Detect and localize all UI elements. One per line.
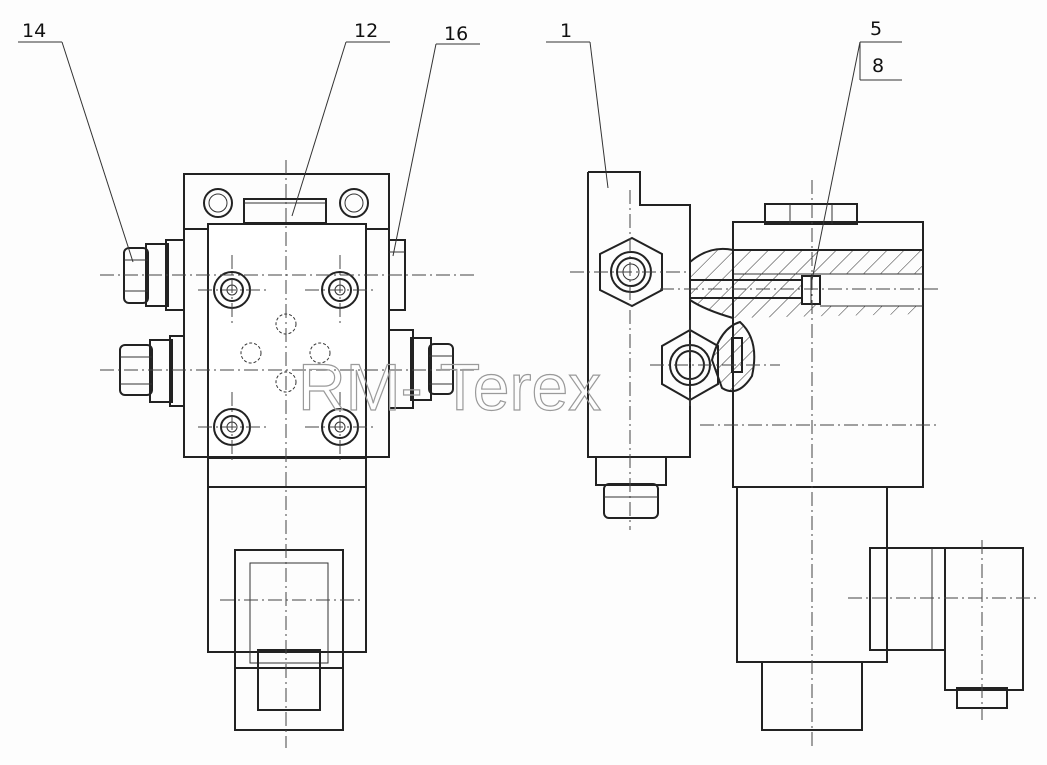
callout-5-8: 5 8 bbox=[811, 18, 902, 281]
bottom-fitting bbox=[595, 456, 667, 519]
fitting-lower-right bbox=[388, 329, 454, 409]
block-1 bbox=[587, 171, 691, 458]
front-view bbox=[100, 160, 478, 748]
watermark: RM- Terex bbox=[298, 350, 601, 424]
fitting-lower-left bbox=[119, 335, 185, 407]
side-view bbox=[570, 171, 1040, 748]
callout-16: 16 bbox=[392, 23, 480, 257]
callout-label-16: 16 bbox=[444, 23, 468, 45]
callout-1: 1 bbox=[546, 20, 609, 189]
callout-label-8: 8 bbox=[872, 55, 884, 77]
top-bolt-right bbox=[339, 188, 369, 218]
top-cap bbox=[764, 203, 858, 225]
top-bolt-left bbox=[203, 188, 233, 218]
callout-label-14: 14 bbox=[22, 20, 46, 42]
callout-label-5: 5 bbox=[870, 18, 882, 40]
solenoid-coil bbox=[207, 486, 367, 653]
connector-side bbox=[869, 547, 946, 651]
callout-14: 14 bbox=[18, 20, 134, 263]
callout-label-12: 12 bbox=[354, 20, 378, 42]
callout-12: 12 bbox=[291, 20, 390, 217]
callout-label-1: 1 bbox=[560, 20, 572, 42]
